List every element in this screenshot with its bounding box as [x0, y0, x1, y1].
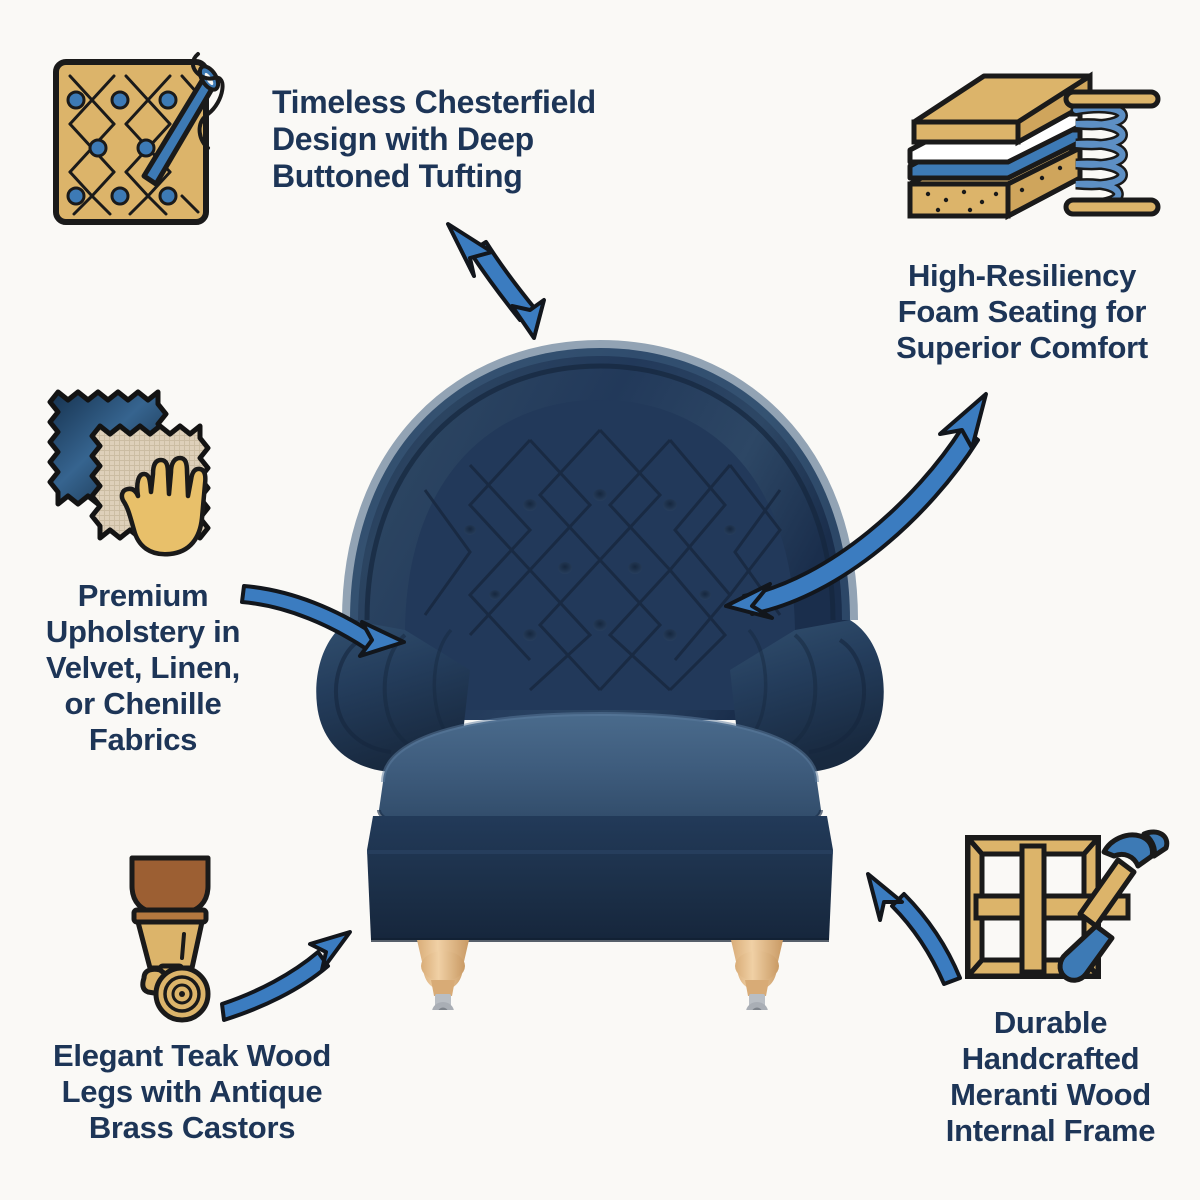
- fabric-swatches-hand-icon: [42, 378, 247, 573]
- wood-leg-castor-icon: [108, 848, 258, 1023]
- feature-label-tufting: Timeless Chesterfield Design with Deep B…: [272, 84, 596, 195]
- product-image-chesterfield-armchair: [255, 290, 945, 1010]
- feature-label-legs: Elegant Teak Wood Legs with Antique Bras…: [53, 1038, 331, 1145]
- feature-label-frame: Durable Handcrafted Meranti Wood Interna…: [945, 1005, 1156, 1148]
- foam-layers-spring-icon: [900, 66, 1170, 251]
- feature-label-foam: High-Resiliency Foam Seating for Superio…: [896, 258, 1148, 365]
- tufted-fabric-needle-icon: [48, 48, 243, 238]
- feature-label-upholstery: Premium Upholstery in Velvet, Linen, or …: [45, 578, 241, 757]
- wood-frame-hammer-icon: [958, 826, 1183, 991]
